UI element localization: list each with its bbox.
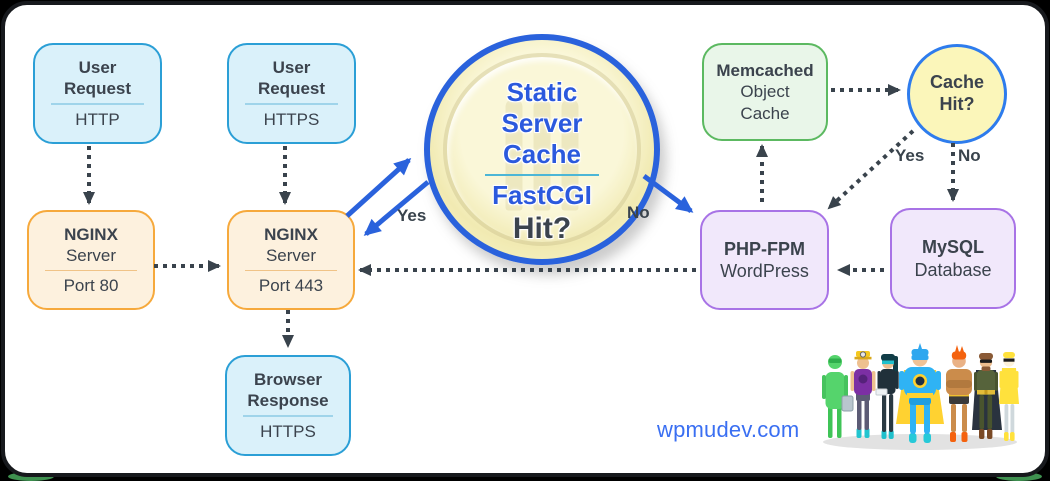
divider — [485, 174, 599, 176]
node-title: NGINX — [64, 224, 118, 244]
divider — [45, 269, 137, 272]
node-midline: Server — [265, 245, 317, 265]
circle-line: Hit? — [512, 211, 572, 245]
node-static-server-cache: Static Server Cache FastCGI Hit? — [424, 34, 660, 265]
divider — [245, 269, 337, 272]
node-title: Cache Hit? — [929, 72, 985, 114]
node-subtitle: HTTPS — [263, 109, 320, 129]
node-user-request-https: User Request HTTPS — [227, 43, 356, 144]
divider — [245, 103, 338, 105]
hero-teal — [875, 354, 899, 439]
label-object-yes: Yes — [895, 146, 925, 165]
node-nginx-port-443: NGINX Server Port 443 — [227, 210, 355, 310]
node-user-request-http: User Request HTTP — [33, 43, 162, 144]
node-nginx-port-80: NGINX Server Port 80 — [27, 210, 155, 310]
node-cache-hit-decision: Cache Hit? — [907, 44, 1007, 144]
label-static-no: No — [627, 203, 650, 222]
node-title: NGINX — [264, 224, 318, 244]
node-memcached-object-cache: Memcached Object Cache — [702, 43, 828, 141]
node-title: User Request — [257, 58, 326, 99]
label-object-no: No — [958, 146, 981, 165]
node-title: PHP-FPM — [724, 238, 805, 259]
node-title: User Request — [63, 58, 132, 99]
circle-line: Static — [506, 77, 578, 107]
hero-green — [822, 355, 854, 438]
node-title: Browser Response — [247, 370, 329, 411]
hero-yellow — [999, 352, 1019, 441]
hero-purple — [850, 351, 876, 438]
node-subtitle: Database — [914, 259, 992, 280]
node-title: MySQL — [921, 237, 984, 258]
node-midline: Server — [65, 245, 117, 265]
divider — [242, 415, 334, 417]
node-mysql-database: MySQL Database — [890, 208, 1016, 309]
label-static-yes: Yes — [397, 206, 427, 225]
circle-line: Cache — [502, 139, 582, 169]
node-php-fpm-wordpress: PHP-FPM WordPress — [700, 210, 829, 310]
circle-line: FastCGI — [492, 179, 592, 210]
hero-blue — [896, 343, 944, 443]
node-subtitle: WordPress — [720, 261, 809, 281]
cache-watermark-icon — [505, 97, 579, 210]
node-subtitle: Port 443 — [258, 276, 324, 296]
node-browser-response: Browser Response HTTPS — [225, 355, 351, 456]
node-subtitle: Object Cache — [740, 82, 790, 123]
node-title: Memcached — [716, 61, 814, 81]
superheroes-illustration — [822, 343, 1019, 450]
site-link: wpmudev.com — [657, 417, 800, 442]
hero-orange — [946, 345, 972, 442]
circle-line: Server — [501, 108, 583, 138]
node-subtitle: Port 80 — [63, 276, 119, 296]
node-subtitle: HTTP — [75, 109, 120, 129]
node-subtitle: HTTPS — [260, 421, 316, 441]
divider — [51, 103, 144, 105]
hero-olive — [972, 353, 1002, 439]
